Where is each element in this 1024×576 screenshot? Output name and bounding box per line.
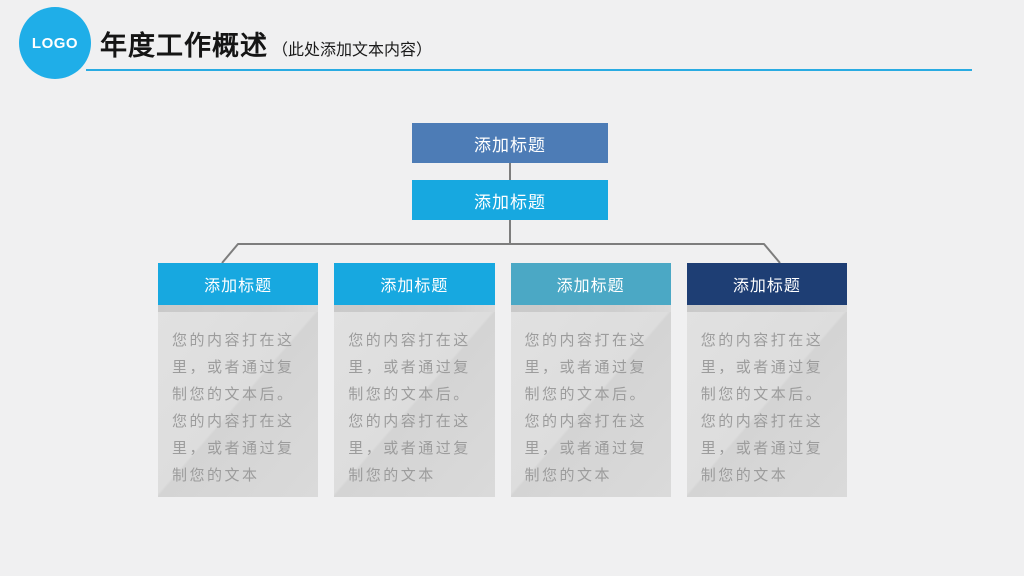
column-2-header: 添加标题 [334, 263, 495, 305]
connector-bracket [221, 243, 781, 264]
header-shadow-fold [686, 305, 847, 312]
node-level2: 添加标题 [412, 180, 608, 220]
column-4-body: 您的内容打在这里，或者通过复制您的文本后。您的内容打在这里，或者通过复制您的文本 [686, 312, 847, 497]
title-underline [86, 69, 972, 71]
column-1: 添加标题 您的内容打在这里，或者通过复制您的文本后。您的内容打在这里，或者通过复… [158, 263, 319, 497]
column-2-body: 您的内容打在这里，或者通过复制您的文本后。您的内容打在这里，或者通过复制您的文本 [334, 312, 495, 497]
column-4-title: 添加标题 [732, 278, 801, 295]
slide-header: 年度工作概述 （此处添加文本内容） [100, 24, 432, 63]
header-shadow-fold [334, 305, 495, 312]
column-1-body: 您的内容打在这里，或者通过复制您的文本后。您的内容打在这里，或者通过复制您的文本 [158, 312, 319, 497]
column-4: 添加标题 您的内容打在这里，或者通过复制您的文本后。您的内容打在这里，或者通过复… [686, 263, 847, 497]
column-2: 添加标题 您的内容打在这里，或者通过复制您的文本后。您的内容打在这里，或者通过复… [334, 263, 495, 497]
logo-badge: LOGO [19, 7, 91, 79]
node-root-label: 添加标题 [474, 135, 546, 155]
column-1-header: 添加标题 [158, 263, 319, 305]
column-3-header: 添加标题 [510, 263, 671, 305]
page-subtitle: （此处添加文本内容） [272, 42, 433, 59]
columns-row: 添加标题 您的内容打在这里，或者通过复制您的文本后。您的内容打在这里，或者通过复… [158, 263, 847, 497]
logo-label: LOGO [31, 34, 79, 52]
node-level2-label: 添加标题 [474, 192, 546, 212]
page-title: 年度工作概述 [100, 31, 268, 61]
header-shadow-fold [510, 305, 671, 312]
column-2-title: 添加标题 [380, 278, 449, 295]
node-root: 添加标题 [412, 123, 608, 163]
column-1-title: 添加标题 [204, 278, 273, 295]
column-3-body: 您的内容打在这里，或者通过复制您的文本后。您的内容打在这里，或者通过复制您的文本 [510, 312, 671, 497]
column-4-header: 添加标题 [686, 263, 847, 305]
header-shadow-fold [158, 305, 319, 312]
column-3: 添加标题 您的内容打在这里，或者通过复制您的文本后。您的内容打在这里，或者通过复… [510, 263, 671, 497]
column-3-title: 添加标题 [556, 278, 625, 295]
